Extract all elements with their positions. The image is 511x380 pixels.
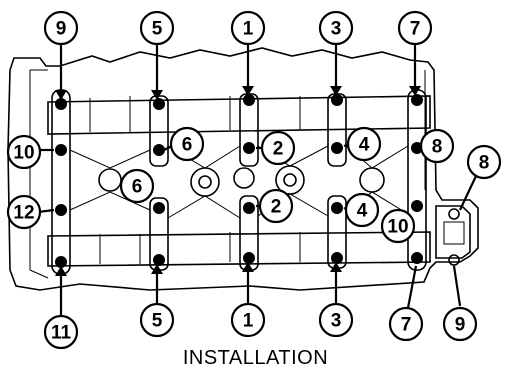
svg-text:1: 1 xyxy=(243,19,254,40)
callout-1-bottom: 1 xyxy=(230,302,266,338)
svg-text:11: 11 xyxy=(51,323,72,344)
svg-text:9: 9 xyxy=(455,315,466,336)
svg-text:1: 1 xyxy=(243,311,254,332)
callout-9-bottom: 9 xyxy=(442,306,478,342)
svg-text:8: 8 xyxy=(432,137,443,158)
svg-text:7: 7 xyxy=(401,315,412,336)
callout-6-upper: 6 xyxy=(169,126,205,162)
callout-1-top: 1 xyxy=(230,10,266,46)
svg-text:3: 3 xyxy=(331,311,342,332)
cylinder-head-outline xyxy=(7,47,479,291)
cylinder-head-inner-edge xyxy=(29,69,426,279)
svg-text:10: 10 xyxy=(13,143,34,164)
bearing-caps xyxy=(51,89,427,275)
svg-text:2: 2 xyxy=(271,197,282,218)
svg-text:5: 5 xyxy=(152,19,163,40)
svg-text:12: 12 xyxy=(13,203,34,224)
callout-8-far-right: 8 xyxy=(466,144,502,180)
svg-text:7: 7 xyxy=(410,19,421,40)
callout-7-bottom: 7 xyxy=(388,306,424,342)
svg-text:3: 3 xyxy=(331,19,342,40)
svg-text:2: 2 xyxy=(273,139,284,160)
callout-4-upper: 4 xyxy=(346,126,382,162)
svg-text:4: 4 xyxy=(357,201,368,222)
callout-6-lower: 6 xyxy=(119,168,155,204)
svg-text:9: 9 xyxy=(56,19,67,40)
svg-text:5: 5 xyxy=(152,311,163,332)
callout-5-bottom: 5 xyxy=(139,302,175,338)
end-plate-boss xyxy=(443,221,465,245)
svg-text:8: 8 xyxy=(479,153,490,174)
callout-3-top: 3 xyxy=(318,10,354,46)
svg-text:10: 10 xyxy=(387,217,408,238)
callout-3-bottom: 3 xyxy=(318,302,354,338)
svg-text:6: 6 xyxy=(182,135,193,156)
callout-7-top: 7 xyxy=(397,10,433,46)
callout-9-top: 9 xyxy=(43,10,79,46)
callout-5-top: 5 xyxy=(139,10,175,46)
bolts xyxy=(55,94,460,268)
upper-camshaft-journal xyxy=(89,96,301,132)
diagram-caption: INSTALLATION xyxy=(182,347,329,369)
callout-10-left: 10 xyxy=(6,134,42,170)
callout-2-lower: 2 xyxy=(258,188,294,224)
svg-text:4: 4 xyxy=(359,135,370,156)
upper-camshaft xyxy=(47,95,431,135)
callout-12-left: 12 xyxy=(6,194,42,230)
callout-10-right: 10 xyxy=(380,208,416,244)
callout-4-lower: 4 xyxy=(344,192,380,228)
leader-lines xyxy=(37,44,477,318)
timing-end-plate xyxy=(435,205,471,259)
lower-camshaft xyxy=(47,231,431,267)
callout-11-bottom: 11 xyxy=(43,314,79,350)
callout-8-right: 8 xyxy=(419,128,455,164)
callout-2-upper: 2 xyxy=(260,130,296,166)
arrowheads xyxy=(55,86,421,276)
head-webbing xyxy=(69,145,409,219)
svg-text:6: 6 xyxy=(132,177,143,198)
lower-camshaft-journal xyxy=(99,232,301,264)
